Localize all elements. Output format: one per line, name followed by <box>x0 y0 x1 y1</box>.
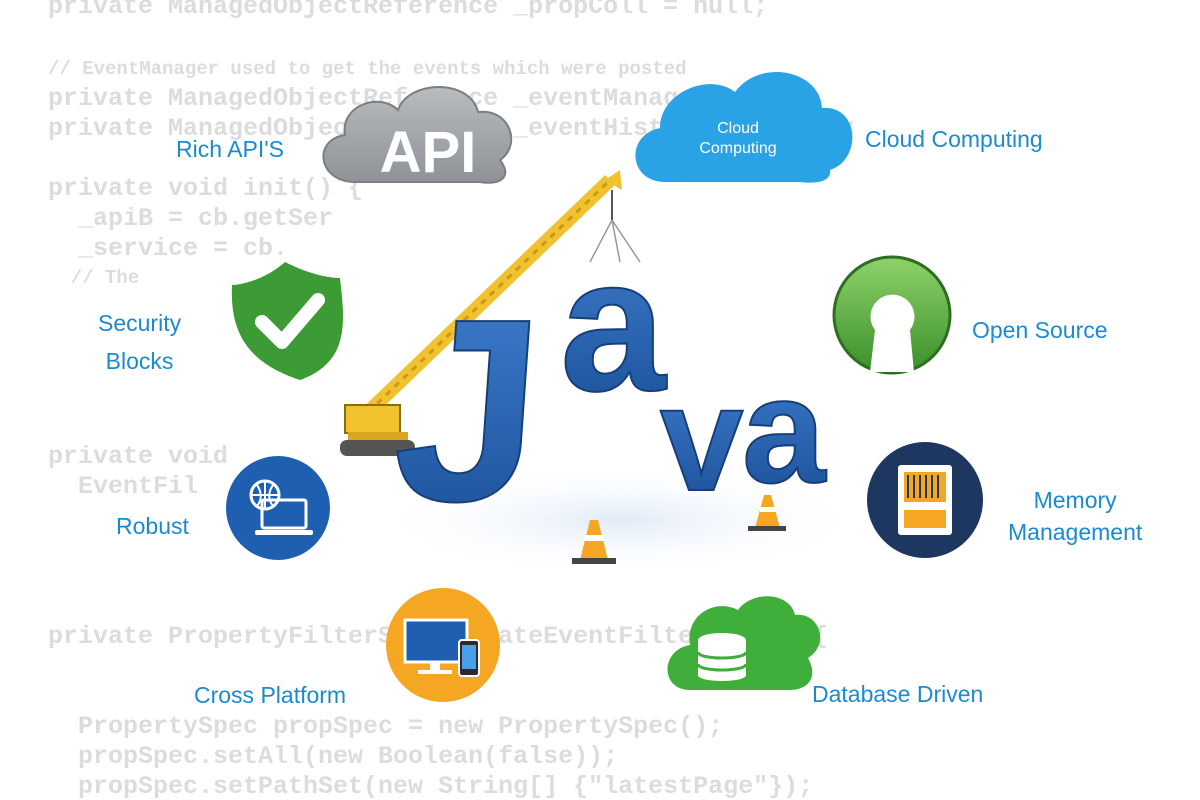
cloud-icon-text: Computing <box>699 140 776 157</box>
code-line: PropertySpec propSpec = new PropertySpec… <box>48 712 724 741</box>
devices-icon <box>386 588 500 702</box>
code-line: private ManagedObjectReference _propColl… <box>48 0 769 21</box>
feature-label-memory-management: Memory Management <box>1008 484 1142 548</box>
open-source-icon <box>832 255 952 375</box>
label-line: Blocks <box>105 348 174 374</box>
code-line: EventFil <box>48 472 199 501</box>
java-letter-a: a <box>560 219 667 431</box>
traffic-cone-icon <box>748 495 786 531</box>
feature-label-cross-platform: Cross Platform <box>194 682 347 708</box>
memory-card-icon <box>867 442 983 558</box>
globe-laptop-icon <box>226 456 330 560</box>
crane-illustration <box>340 170 641 456</box>
cloud-icon: Cloud Computing <box>635 71 853 183</box>
feature-label-robust: Robust <box>116 513 189 539</box>
java-letter-v: v <box>660 354 743 522</box>
cloud-icon-text: Cloud <box>717 120 759 137</box>
code-line: propSpec.setPathSet(new String[] {"lates… <box>48 772 814 800</box>
code-line: private void <box>48 442 244 471</box>
shield-check-icon <box>231 262 344 380</box>
label-line: Memory <box>1033 487 1117 513</box>
code-line: _service = cb. <box>48 234 289 263</box>
java-logo: J a v a <box>385 218 828 557</box>
code-line: private void init() { <box>48 174 364 203</box>
feature-label-security-blocks: Security Blocks <box>98 304 181 380</box>
label-line: Security <box>98 310 182 336</box>
code-line: // EventManager used to get the events w… <box>48 58 687 80</box>
label-line: Management <box>1008 519 1143 545</box>
api-cloud-text: API <box>380 120 477 185</box>
database-cloud-icon <box>667 596 821 690</box>
api-cloud-icon: API <box>322 86 512 185</box>
java-letter-a2: a <box>742 346 827 514</box>
feature-label-database-driven: Database Driven <box>812 681 984 707</box>
feature-label-rich-apis: Rich API'S <box>176 136 284 162</box>
floor-shadow <box>360 465 880 575</box>
code-line: propSpec.setAll(new Boolean(false)); <box>48 742 619 771</box>
feature-label-open-source: Open Source <box>972 317 1108 343</box>
java-letter-j: J <box>386 265 551 556</box>
code-line: _apiB = cb.getSer <box>48 204 334 233</box>
feature-label-cloud-computing: Cloud Computing <box>865 126 1043 152</box>
traffic-cone-icon <box>572 520 616 564</box>
code-line: // The <box>48 267 151 289</box>
